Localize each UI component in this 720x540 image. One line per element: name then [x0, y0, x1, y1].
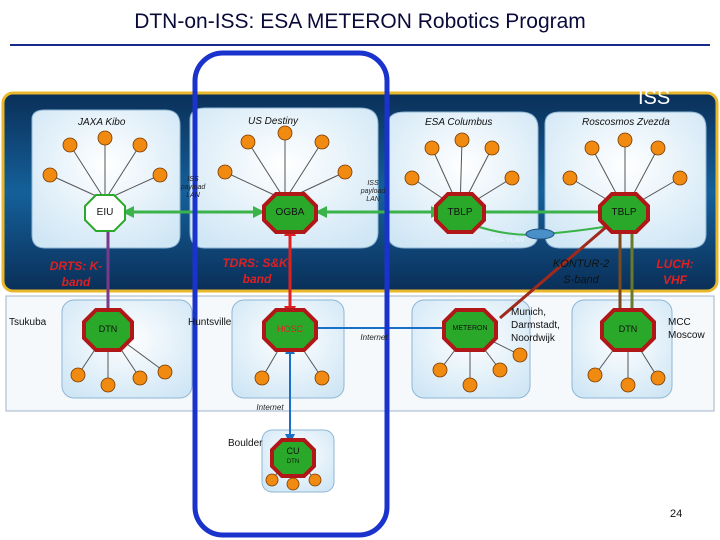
kontur-link-label: KONTUR-2 S-band: [550, 256, 612, 288]
tblp2-node: [598, 192, 650, 234]
cu-node-label: CU: [286, 446, 300, 456]
kontur-link: [499, 220, 613, 320]
tdrs-link-label: TDRS: S&K-band: [222, 255, 292, 287]
page-title: DTN-on-ISS: ESA METERON Robotics Program: [134, 10, 586, 33]
iss-label: ISS: [638, 87, 671, 109]
boulder-label: Boulder: [228, 438, 263, 449]
ogba-node-label: OGBA: [275, 207, 305, 218]
cu-dtn-sublabel: DTN: [286, 459, 300, 465]
payload-lan-right-label: ISS payload LAN: [360, 180, 386, 203]
router-icon: [525, 228, 555, 240]
iss-leaf-spokes: [49, 133, 681, 211]
tblp2-node-label: TBLP: [611, 207, 637, 218]
huntsville-highlight-frame: [192, 50, 390, 538]
internet-label-2: Internet: [256, 403, 284, 412]
dtn-tsukuba-node-label: DTN: [98, 324, 118, 334]
title-underline: [10, 44, 710, 46]
dtn-tsukuba-node: [82, 308, 134, 352]
iss-node-shapes: [84, 192, 650, 234]
module-kibo-label: JAXA Kibo: [78, 117, 126, 128]
huntsville-label: Huntsville: [188, 317, 232, 328]
cu-node: [270, 438, 316, 478]
tblp1-node: [434, 192, 486, 234]
dtn-moscow-node-label: DTN: [618, 324, 638, 334]
esa-vlan-label: ESA VLAN: [490, 237, 524, 244]
tsukuba-label: Tsukuba: [9, 317, 47, 328]
tblp1-node-label: TBLP: [447, 207, 473, 218]
internet-label-1: Internet: [360, 333, 388, 342]
luch-text: LUCH: VHF: [656, 257, 694, 287]
ogba-node: [262, 192, 318, 234]
kontur-text: KONTUR-2 S-band: [552, 258, 610, 286]
meteron-node: [442, 308, 498, 352]
module-zvezda-label: Roscosmos Zvezda: [582, 117, 670, 128]
hosc-node-label: HOSC: [276, 324, 303, 334]
iss-leaf-dots: [42, 125, 688, 186]
drts-link-label: DRTS: K-band: [46, 258, 106, 290]
tdrs-text: TDRS: S&K-band: [222, 256, 292, 286]
drts-text: DRTS: K-band: [49, 259, 103, 289]
eiu-node-label: EIU: [96, 207, 114, 218]
module-columbus-label: ESA Columbus: [425, 117, 493, 128]
payload-lan-left-label: ISS payload LAN: [180, 176, 206, 199]
mcc-moscow-label: MCC Moscow: [668, 317, 705, 341]
meteron-node-label: METERON: [452, 325, 488, 332]
module-destiny-label: US Destiny: [248, 116, 299, 127]
ground-leaf-dots: [70, 347, 666, 491]
ground-node-shapes: [82, 308, 656, 478]
luch-link-label: LUCH: VHF: [650, 256, 700, 288]
hosc-node: [262, 308, 318, 352]
page-number: 24: [670, 508, 683, 520]
eiu-node: [84, 194, 126, 232]
munich-label: Munich, Darmstadt, Noordwijk: [511, 307, 560, 344]
dtn-moscow-node: [600, 308, 656, 352]
